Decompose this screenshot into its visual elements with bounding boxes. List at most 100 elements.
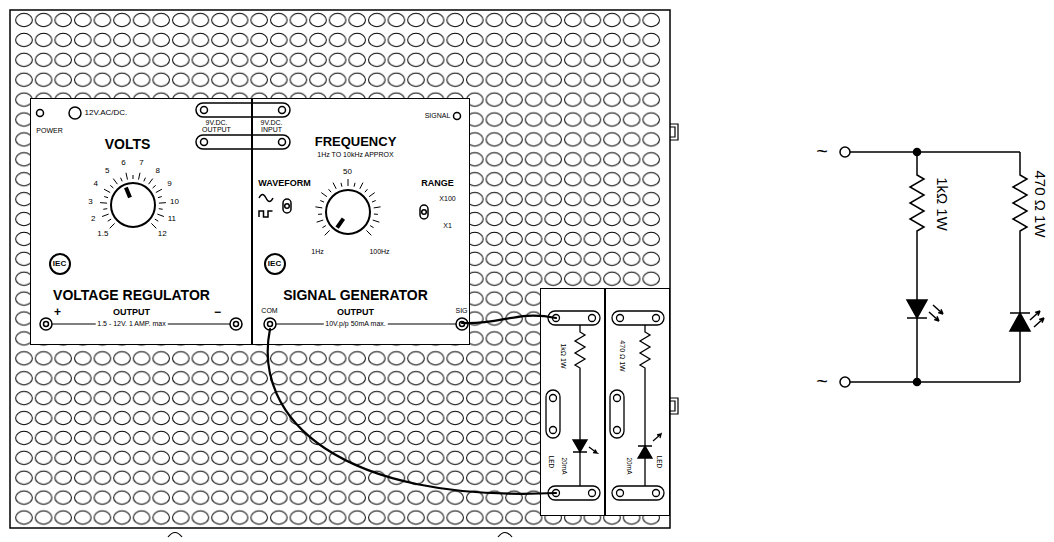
link-stud — [617, 315, 624, 322]
dial-tick — [100, 202, 107, 203]
led-symbol — [638, 446, 652, 458]
dial-tick — [370, 226, 373, 228]
link-connector — [196, 103, 290, 117]
link-stud — [589, 315, 596, 322]
dial-tick — [110, 223, 115, 228]
panel-label: LED — [547, 455, 554, 468]
panel-label: OUTPUT — [337, 308, 374, 318]
pegboard-tab — [670, 124, 678, 414]
light-arrow — [653, 434, 661, 441]
dial-tick — [144, 178, 146, 182]
panel-label: LED — [655, 455, 662, 468]
wire — [462, 316, 556, 324]
link-stud — [201, 139, 208, 146]
dial-tick — [159, 202, 166, 203]
link-stud — [653, 315, 660, 322]
link-connector — [196, 103, 290, 149]
dial-tick — [139, 173, 140, 180]
power-led — [37, 110, 44, 117]
schematic-label: 470 Ω 1W — [1032, 170, 1049, 237]
panel-label: VOLTS — [105, 137, 151, 152]
panel-label: 9 — [167, 180, 171, 189]
panel-ground — [30, 98, 470, 345]
led-symbol — [1010, 313, 1030, 331]
panel-label: 2 — [91, 215, 95, 224]
led-symbol — [907, 300, 927, 318]
light-arrow — [1030, 311, 1044, 327]
link-stud — [589, 490, 596, 497]
link-stud — [614, 427, 621, 434]
dial-tick — [365, 189, 368, 192]
dial-tick — [348, 179, 349, 186]
iec-logo — [265, 254, 285, 274]
panel-label: 3 — [88, 197, 92, 206]
module-ground — [540, 288, 670, 516]
toggle-switch — [283, 199, 291, 213]
generator-controls — [259, 113, 468, 331]
dial-tick — [321, 193, 327, 197]
dial-tick — [102, 214, 109, 216]
panel-label: COM — [261, 307, 277, 315]
led-symbol — [573, 452, 587, 486]
dial-tick — [369, 193, 375, 197]
dial-tick — [318, 214, 322, 215]
input-terminal — [840, 377, 850, 387]
link-connector — [546, 390, 560, 438]
panel-label: SIGNAL GENERATOR — [283, 288, 428, 303]
link-connector — [196, 135, 290, 149]
terminal — [230, 318, 242, 330]
link-stud — [201, 107, 208, 114]
dial-tick — [110, 185, 113, 188]
panel-label: 11 — [168, 215, 176, 224]
toggle-switch — [422, 210, 427, 215]
pegboard-foot — [168, 533, 512, 538]
dial-tick — [133, 175, 134, 179]
terminal — [40, 318, 52, 330]
dial-tick — [103, 208, 107, 210]
panel-label: 1Hz TO 10kHz APPROX — [317, 151, 393, 159]
panel-label: 20mA — [560, 457, 567, 474]
dial-tick — [108, 219, 111, 221]
panel-label: 1Hz — [311, 248, 323, 256]
panel-label: POWER — [36, 127, 62, 135]
panel-label: − — [214, 306, 221, 319]
schematic-label: 1kΩ 1W — [934, 177, 951, 231]
dial-tick — [373, 220, 380, 222]
link-stud — [279, 107, 286, 114]
panel-label: 470 Ω 1W — [618, 340, 626, 371]
panel-label: 10V.p/p 50mA max. — [323, 320, 387, 328]
panel-label: 100Hz — [369, 248, 389, 256]
dial-tick — [354, 183, 356, 187]
power-socket — [69, 107, 81, 119]
panel-label: 5 — [105, 166, 109, 175]
dial-tick — [366, 230, 371, 235]
panel-label: 12V.AC/DC. — [85, 108, 128, 117]
toggle-switch — [285, 204, 290, 209]
component-strip: 1kΩ 1WLED20mA — [540, 288, 605, 516]
dial-tick — [340, 183, 342, 187]
dial-tick — [126, 173, 127, 180]
dial-tick — [374, 207, 381, 208]
led-symbol — [1010, 313, 1030, 382]
panel-label: 20mA — [625, 457, 632, 474]
panel-label: 1.5 - 12V. 1 AMP. max — [95, 320, 168, 328]
panel-label: OUTPUT — [113, 308, 150, 318]
input-terminal — [840, 147, 850, 157]
resistor-symbol — [1013, 152, 1027, 313]
dial-tick — [333, 183, 336, 189]
dial-tick — [317, 220, 324, 222]
resistor-symbol — [575, 325, 585, 440]
schematic-label: ~ — [816, 370, 828, 392]
dial-tick — [372, 201, 376, 203]
led-symbol — [907, 318, 927, 382]
signal-generator-panel: SIGNAL9V.DC. INPUTFREQUENCY1Hz TO 10kHz … — [252, 98, 470, 345]
led-symbol — [573, 440, 587, 452]
panel-label: 8 — [155, 166, 159, 175]
dial-tick — [374, 214, 378, 215]
dial-tick — [104, 189, 110, 192]
panel-label: 12 — [158, 230, 167, 239]
panel-label: SIGNAL — [425, 112, 451, 120]
terminal — [234, 322, 239, 327]
sine-symbol — [259, 195, 273, 202]
